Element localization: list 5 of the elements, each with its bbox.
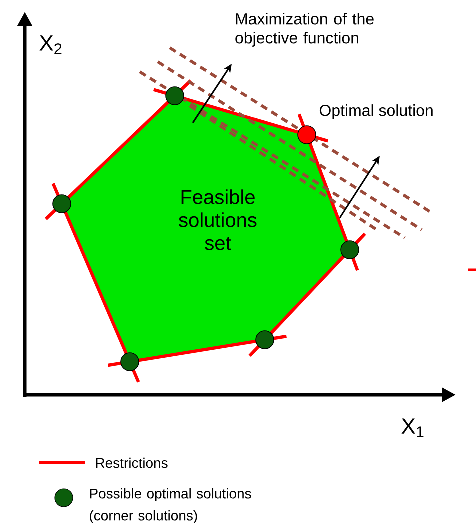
legend-text: Restrictions — [96, 458, 168, 468]
axis-label: X$_{2}$ — [40, 36, 62, 54]
axis-label: X$_{1}$ — [402, 418, 424, 438]
axis-annotation: Maximization of the objective function — [236, 13, 374, 47]
legend-text: Possible optimal solutions (corner solutions) — [90, 488, 252, 524]
